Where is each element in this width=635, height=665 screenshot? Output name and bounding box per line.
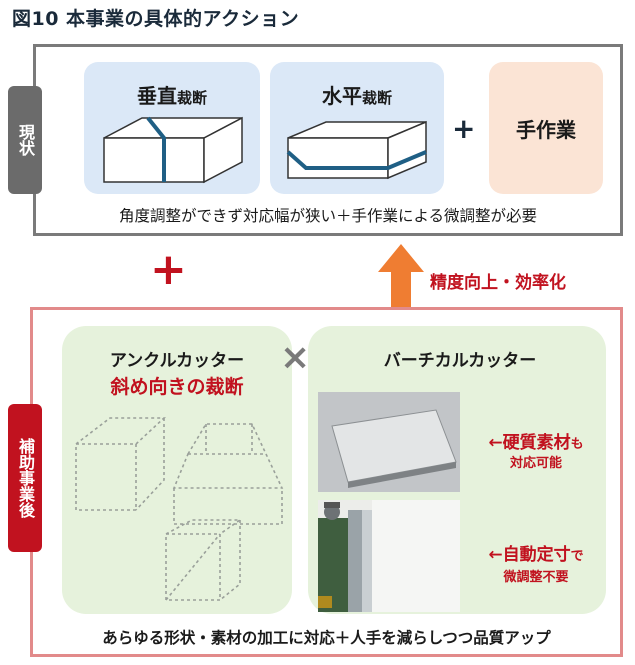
angled-cut-shapes-illustration — [75, 417, 284, 601]
auto-sizing-note-suffix: で — [570, 549, 584, 564]
horizontal-cut-block-illustration — [286, 120, 427, 180]
horizontal-cut-card: 水平裁断 — [270, 62, 444, 194]
current-state-tab-label: 現状 — [16, 124, 35, 156]
vertical-cut-sub: 裁断 — [176, 89, 207, 107]
after-subsidy-tab-label: 補助事業後 — [16, 438, 35, 518]
hard-material-note-main: ←硬質素材 — [488, 433, 571, 453]
hard-material-note-line2: 対応可能 — [509, 456, 562, 471]
vertical-cut-card: 垂直裁断 — [84, 62, 260, 194]
vertical-cut-block-illustration — [103, 116, 243, 184]
hard-material-note-suffix: も — [570, 437, 584, 452]
after-subsidy-tab: 補助事業後 — [8, 404, 42, 552]
current-state-caption: 角度調整ができず対応幅が狭い＋手作業による微調整が必要 — [118, 207, 538, 225]
combine-plus-sign: + — [150, 244, 187, 295]
after-subsidy-caption: あらゆる形状・素材の加工に対応＋人手を減らしつつ品質アップ — [102, 629, 551, 647]
figure-title: 図10 本事業の具体的アクション — [12, 8, 300, 30]
auto-sizing-note: ←自動定寸で — [466, 540, 606, 565]
auto-sizing-note-line2: 微調整不要 — [503, 570, 569, 585]
vertical-cut-main: 垂直 — [136, 84, 177, 108]
metal-plate-image — [318, 392, 460, 492]
multiply-sign: × — [280, 337, 311, 378]
cutter-machine-image — [318, 500, 460, 612]
hand-work-label: 手作業 — [516, 117, 576, 142]
horizontal-cut-sub: 裁断 — [361, 89, 392, 107]
angle-cutter-title: アンクルカッター — [109, 351, 245, 371]
current-state-tab: 現状 — [8, 86, 42, 194]
hard-material-sheet-photo — [318, 392, 460, 492]
auto-sizing-note-main: ←自動定寸 — [488, 545, 571, 565]
angle-cutter-card — [62, 326, 292, 614]
vertical-cutter-title: バーチカルカッター — [383, 351, 537, 371]
current-plus-sign: + — [452, 112, 476, 145]
hand-work-card: 手作業 — [489, 62, 603, 194]
horizontal-cut-main: 水平 — [321, 84, 362, 108]
improvement-up-arrow — [378, 244, 424, 322]
hard-material-note: ←硬質素材も — [466, 428, 606, 453]
angle-cutter-subtitle: 斜め向きの裁断 — [110, 376, 244, 398]
vertical-cutter-machine-photo — [318, 500, 460, 612]
improvement-label: 精度向上・効率化 — [430, 273, 566, 293]
